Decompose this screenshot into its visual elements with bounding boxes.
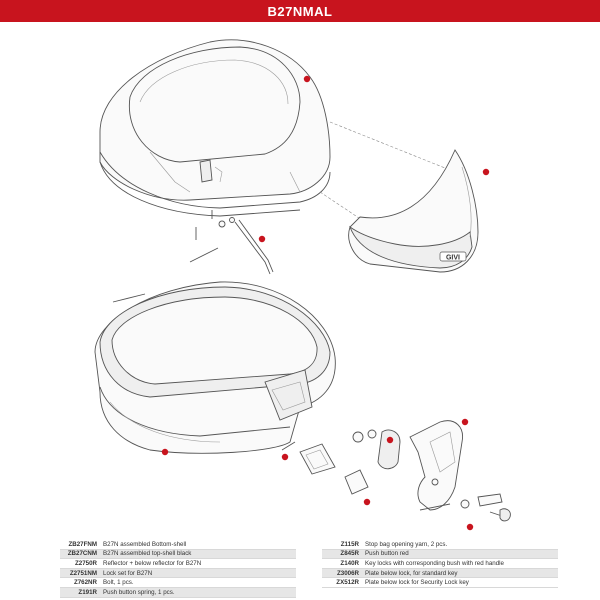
part-description: Plate below lock for Security Lock key (362, 577, 558, 588)
callouts (161, 75, 490, 531)
bottom-shell (94, 281, 336, 454)
part-code: Z191R (60, 587, 100, 598)
part-code: Z140R (322, 558, 362, 569)
part-code: ZX512R (322, 577, 362, 588)
part-code: Z115R (322, 540, 362, 550)
part-description: B27N assembled Bottom-shell (100, 540, 296, 550)
part-code: Z2751NM (60, 568, 100, 579)
part-description: Plate below lock, for standard key (362, 568, 558, 579)
reflector: GIVI (348, 149, 479, 273)
part-code: Z845R (322, 549, 362, 560)
callout-marker (482, 168, 490, 176)
hinge-parts (112, 210, 274, 303)
title-bar: B27NMAL (0, 0, 600, 22)
part-code: ZB27FNM (60, 540, 100, 550)
part-code: Z2750R (60, 558, 100, 569)
part-code: Z3006R (322, 568, 362, 579)
part-code: Z762NR (60, 577, 100, 588)
callout-marker (161, 448, 169, 456)
page-title: B27NMAL (267, 3, 333, 19)
exploded-view-diagram: GIVI (94, 39, 511, 531)
part-description: Push button spring, 1 pcs. (100, 587, 296, 598)
part-code: ZB27CNM (60, 549, 100, 560)
part-description: B27N assembled top-shell black (100, 549, 296, 560)
lock-assembly (281, 420, 511, 522)
callout-marker (461, 418, 469, 426)
top-shell (99, 39, 456, 233)
callout-marker (281, 453, 289, 461)
givi-logo: GIVI (446, 255, 460, 262)
part-description: Stop bag opening yarn, 2 pcs. (362, 540, 558, 550)
part-description: Lock set for B27N (100, 568, 296, 579)
callout-marker (363, 498, 371, 506)
part-description: Reflector + below reflector for B27N (100, 558, 296, 569)
part-description: Key locks with corresponding bush with r… (362, 558, 558, 569)
callout-marker (386, 436, 394, 444)
part-description: Bolt, 1 pcs. (100, 577, 296, 588)
callout-marker (258, 235, 266, 243)
callout-marker (303, 75, 311, 83)
callout-marker (466, 523, 474, 531)
part-description: Push button red (362, 549, 558, 560)
